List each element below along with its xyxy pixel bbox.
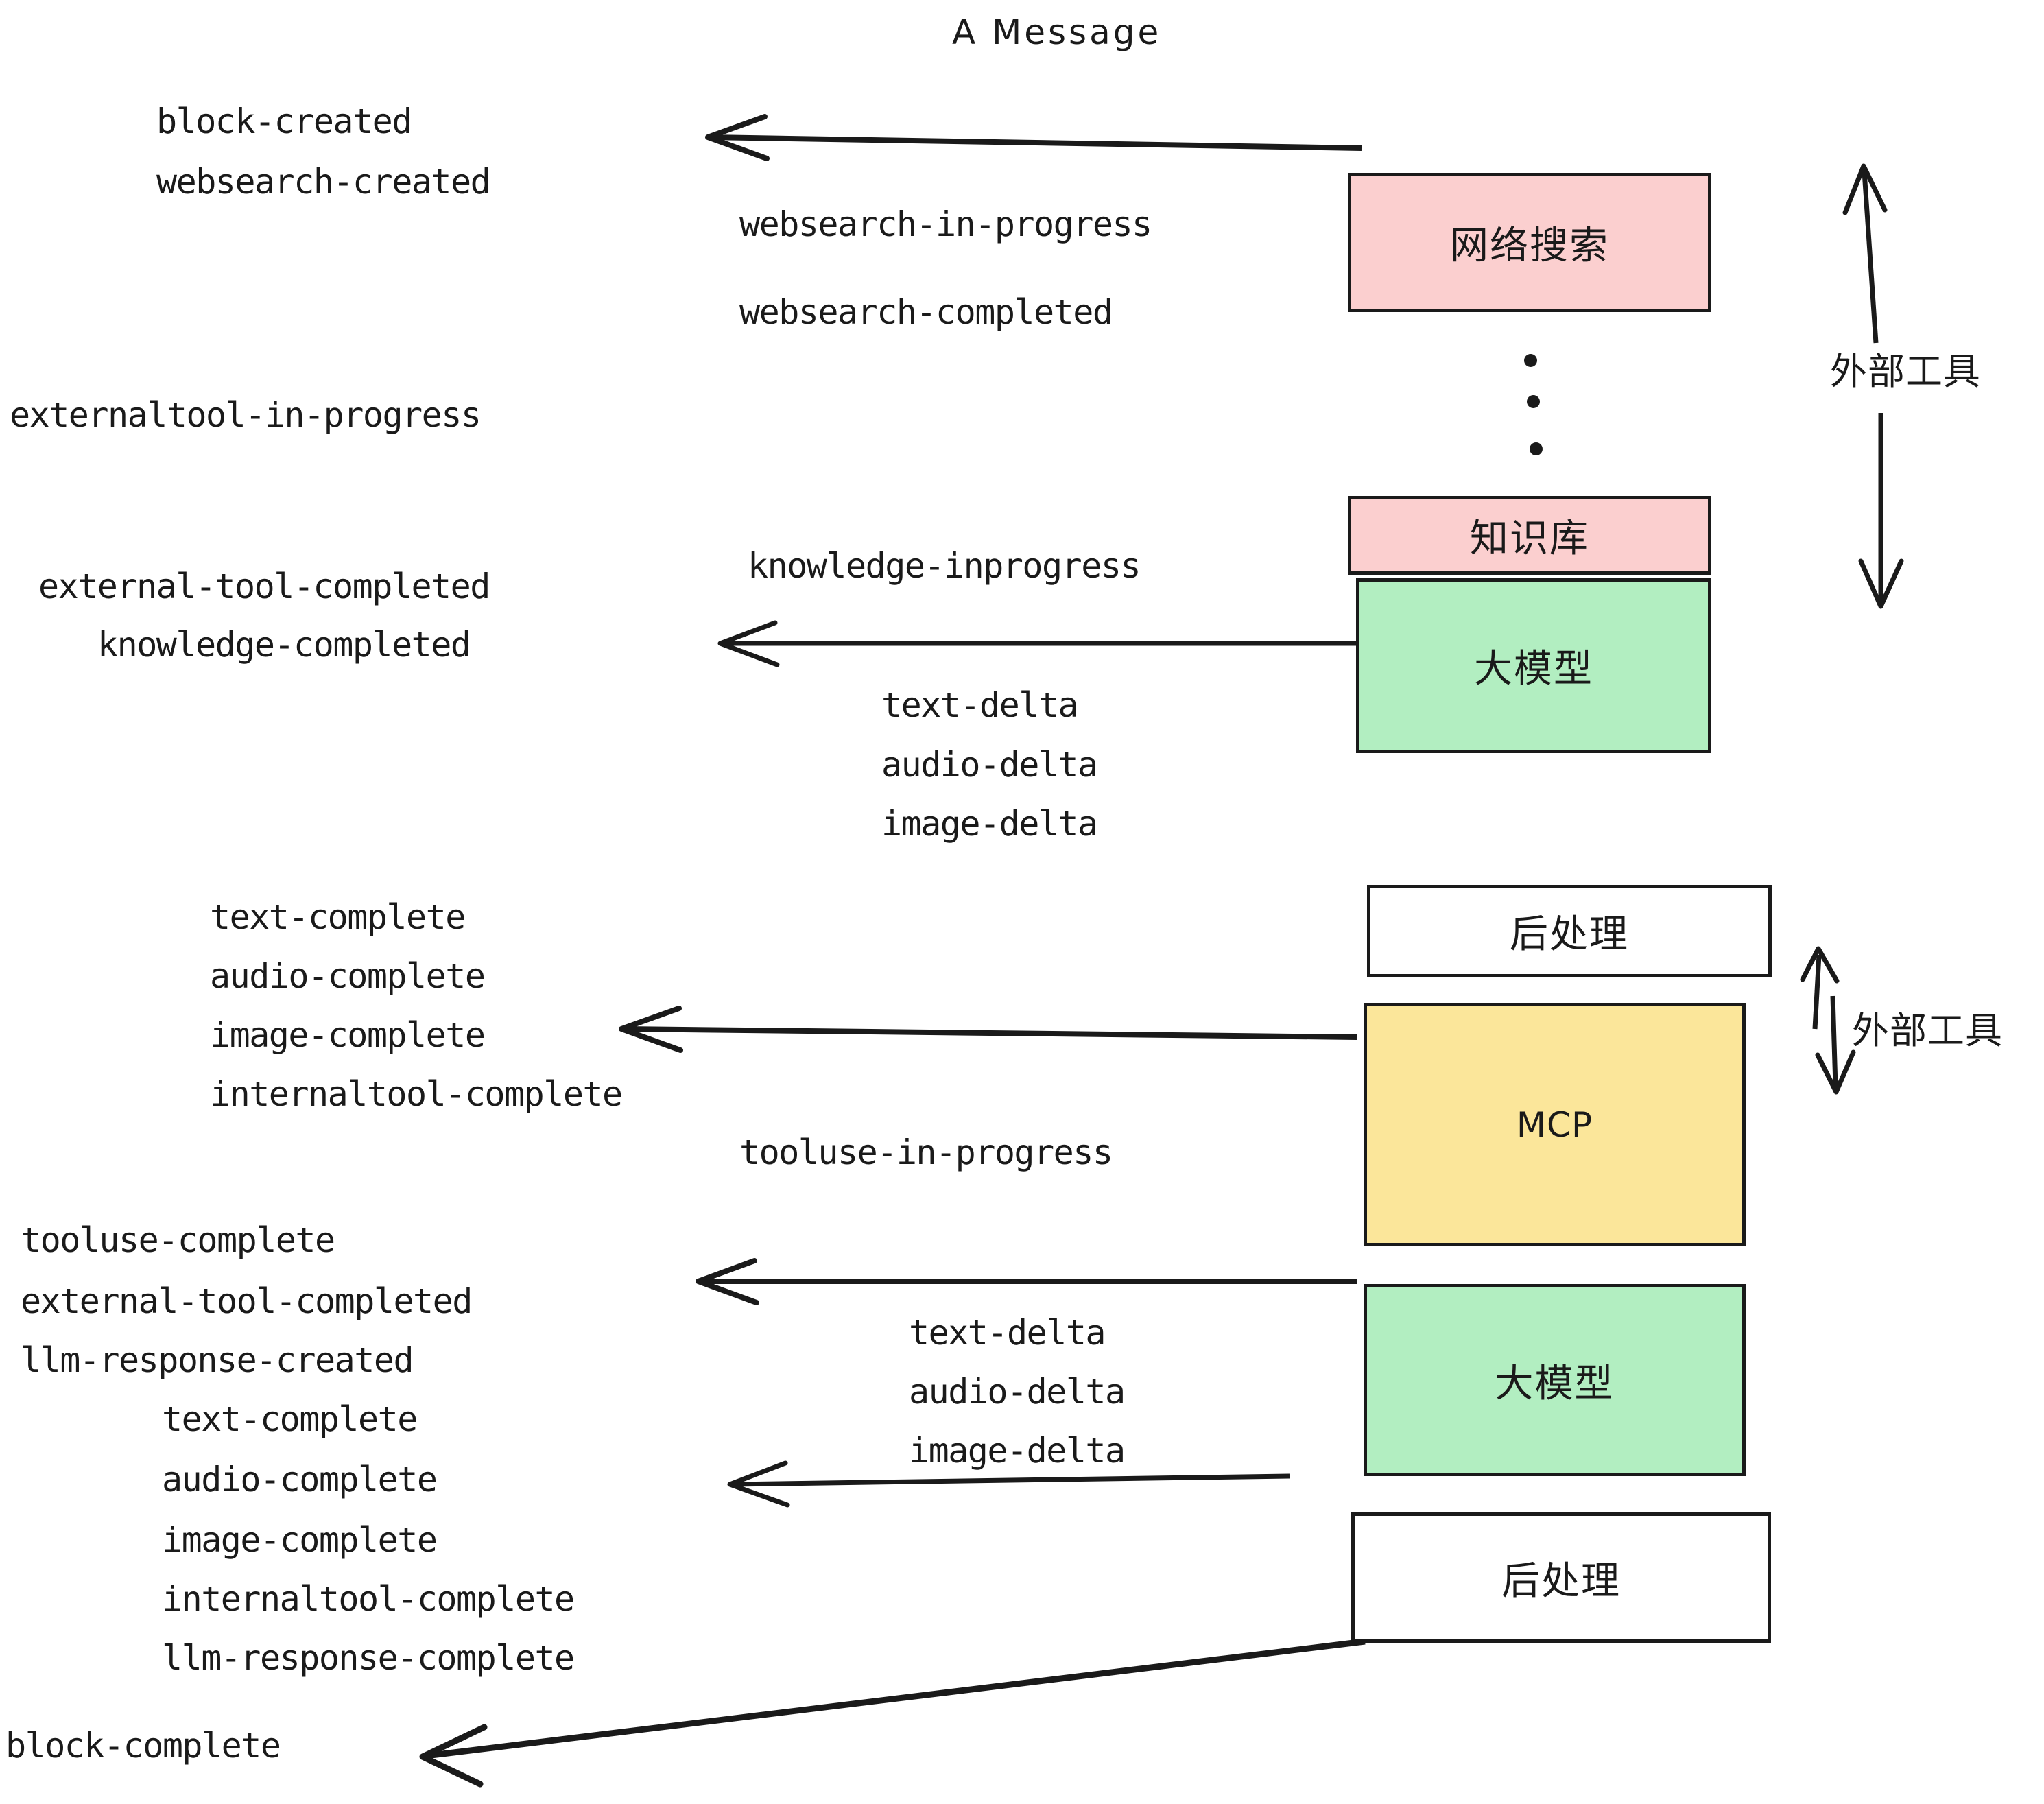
node-llm-bottom[interactable]: 大模型 — [1364, 1284, 1746, 1476]
ellipsis-dot — [1527, 395, 1540, 408]
arrow-mcp-to-tooluse-complete — [696, 1258, 1357, 1305]
event-websearch-in-progress: websearch-in-progress — [739, 204, 1152, 244]
event-audio-complete-2: audio-complete — [162, 1460, 438, 1499]
arrow-websearch-to-block-created — [705, 114, 1362, 161]
node-llm-top[interactable]: 大模型 — [1356, 578, 1711, 753]
event-audio-delta-1: audio-delta — [881, 745, 1098, 785]
node-websearch-label: 网络搜索 — [1450, 224, 1609, 268]
event-tooluse-complete: tooluse-complete — [21, 1220, 335, 1260]
event-block-created: block-created — [156, 102, 412, 141]
arrow-llm-to-knowledge-completed — [717, 620, 1362, 667]
node-mcp[interactable]: MCP — [1364, 1003, 1746, 1246]
event-llm-response-complete: llm-response-complete — [162, 1638, 575, 1678]
node-mcp-label: MCP — [1516, 1104, 1593, 1145]
event-llm-response-created: llm-response-created — [21, 1340, 414, 1380]
event-internaltool-complete-2: internaltool-complete — [162, 1579, 575, 1619]
node-llm-bottom-label: 大模型 — [1495, 1361, 1615, 1406]
side-label-external-tools-bottom: 外部工具 — [1852, 1009, 2003, 1052]
node-knowledge-label: 知识库 — [1470, 517, 1589, 561]
page-title: A Message — [952, 12, 1162, 52]
node-post-top-label: 后处理 — [1510, 912, 1629, 957]
event-externaltool-in-progress: externaltool-in-progress — [10, 395, 482, 435]
event-external-tool-completed-2: external-tool-completed — [21, 1281, 473, 1321]
event-internaltool-complete-1: internaltool-complete — [210, 1074, 623, 1114]
event-block-complete: block-complete — [5, 1726, 281, 1766]
node-post-bottom[interactable]: 后处理 — [1351, 1512, 1771, 1643]
event-text-delta-1: text-delta — [881, 685, 1079, 725]
node-post-top[interactable]: 后处理 — [1367, 885, 1772, 977]
event-websearch-created: websearch-created — [156, 162, 491, 202]
event-audio-complete-1: audio-complete — [210, 956, 486, 996]
event-audio-delta-2: audio-delta — [909, 1372, 1126, 1412]
event-image-complete-2: image-complete — [162, 1520, 438, 1560]
arrow-post-to-image-complete — [619, 1006, 1357, 1053]
side-label-external-tools-top: 外部工具 — [1830, 350, 1981, 393]
event-websearch-completed: websearch-completed — [739, 292, 1113, 332]
node-knowledge[interactable]: 知识库 — [1348, 496, 1711, 575]
event-image-delta-1: image-delta — [881, 804, 1098, 844]
node-post-bottom-label: 后处理 — [1501, 1558, 1621, 1604]
event-knowledge-inprogress: knowledge-inprogress — [748, 546, 1141, 586]
ellipsis-dot — [1530, 442, 1543, 455]
event-tooluse-in-progress: tooluse-in-progress — [739, 1132, 1113, 1172]
node-llm-top-label: 大模型 — [1474, 647, 1593, 691]
node-websearch[interactable]: 网络搜索 — [1348, 173, 1711, 312]
event-knowledge-completed: knowledge-completed — [97, 625, 471, 665]
event-text-complete-1: text-complete — [210, 897, 466, 937]
event-text-complete-2: text-complete — [162, 1399, 418, 1439]
external-tools-bracket-bottom — [1800, 946, 1856, 1095]
event-image-complete-1: image-complete — [210, 1015, 486, 1055]
ellipsis-dot — [1524, 354, 1537, 367]
event-image-delta-2: image-delta — [909, 1431, 1126, 1471]
event-external-tool-completed-1: external-tool-completed — [38, 567, 490, 606]
event-text-delta-2: text-delta — [909, 1313, 1106, 1353]
